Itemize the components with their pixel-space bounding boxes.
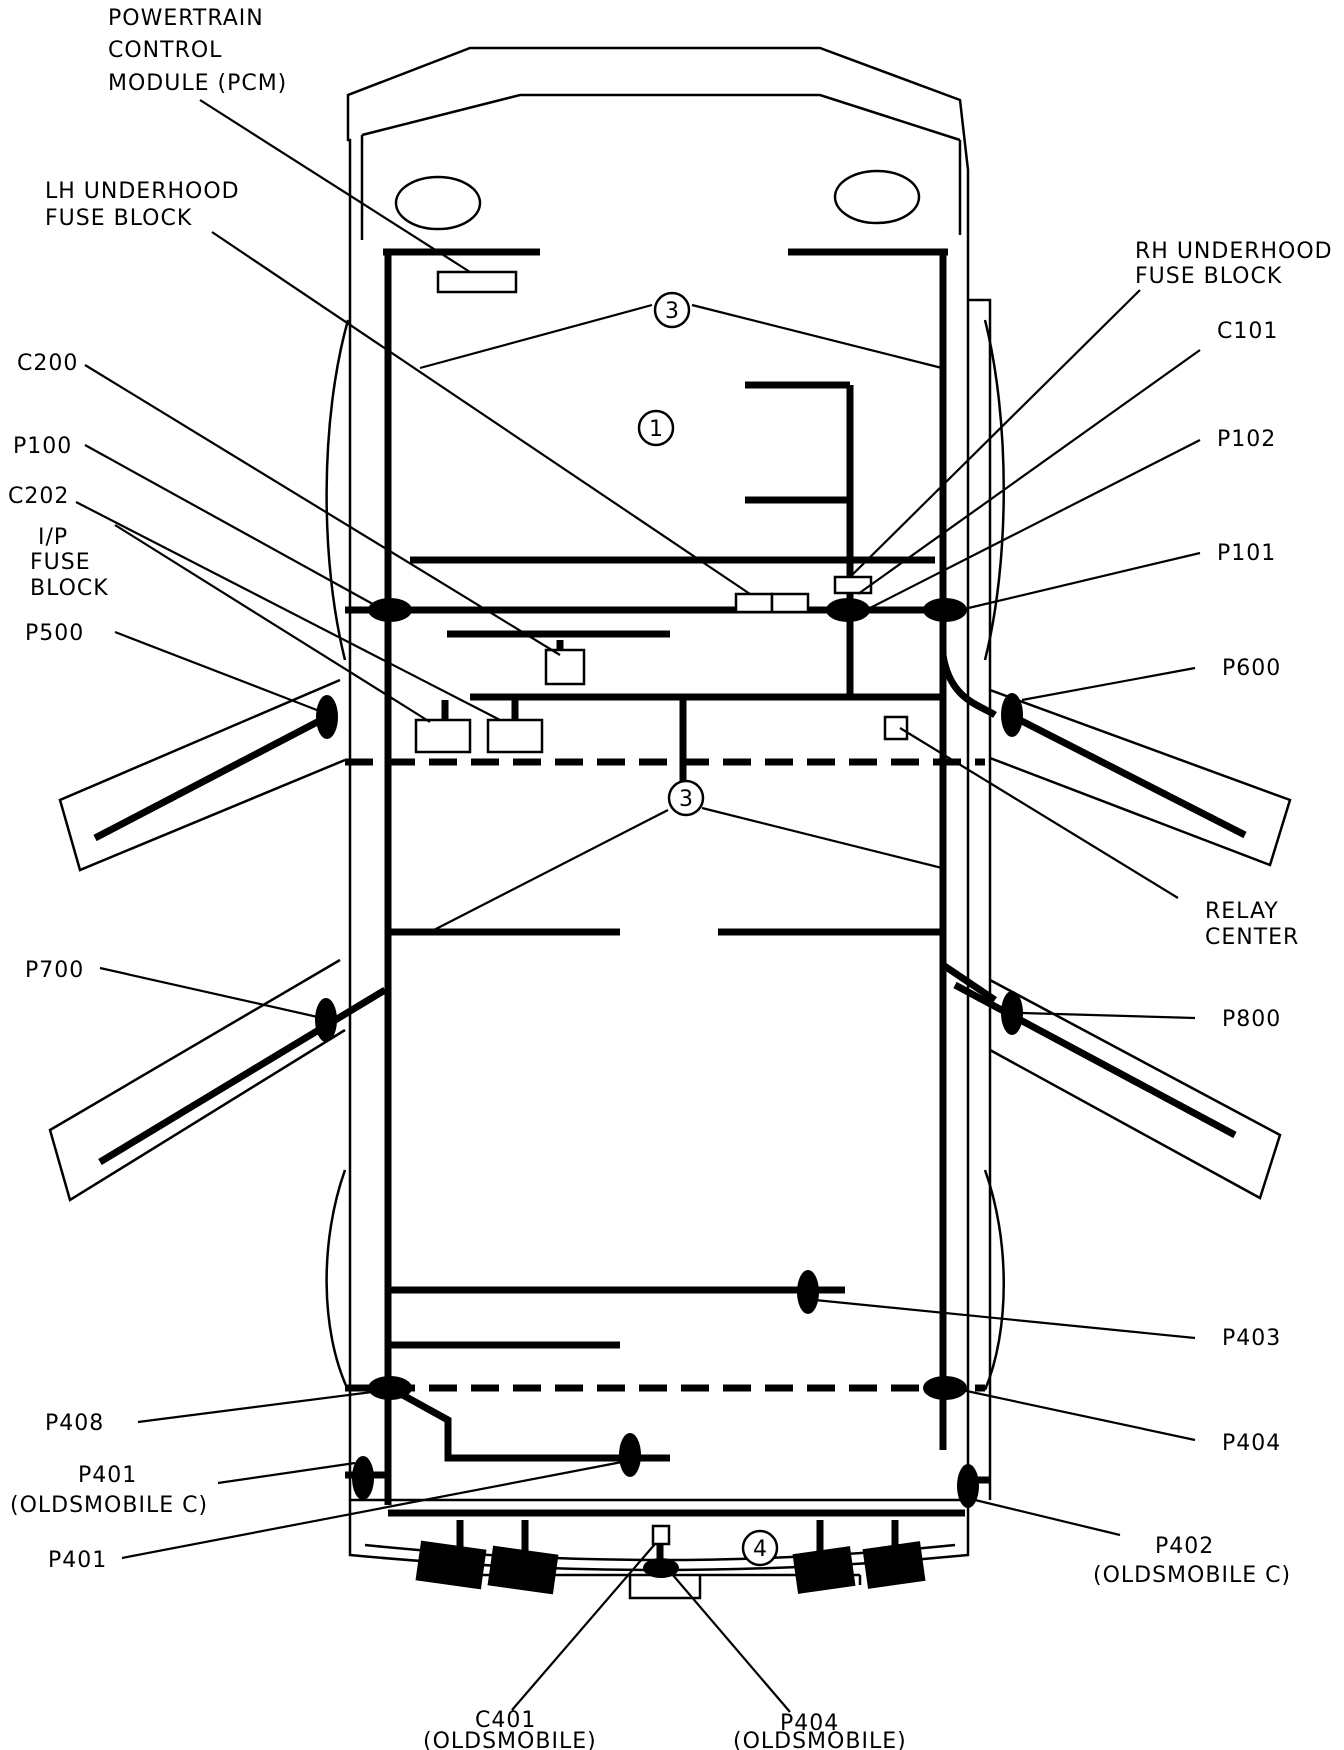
c200-connector xyxy=(544,648,586,686)
label-p402-c-line1: P402 xyxy=(1155,1534,1214,1559)
rh-fuse-block xyxy=(833,575,873,595)
label-p401: P401 xyxy=(48,1548,107,1573)
label-p500: P500 xyxy=(25,621,84,646)
callout-3-upper xyxy=(653,291,691,329)
lh-headlamp xyxy=(394,175,482,231)
lh-fuse-block-b xyxy=(770,592,810,614)
label-c401-line1: C401 xyxy=(475,1708,536,1733)
label-ip-fuse-line2: FUSE xyxy=(30,550,91,575)
label-c200: C200 xyxy=(17,351,78,376)
front-left-door xyxy=(58,678,346,872)
label-p404-oldsmobile-line1: P404 xyxy=(780,1711,839,1736)
label-p401-c-line1: P401 xyxy=(78,1463,137,1488)
grommet-p700 xyxy=(315,998,337,1042)
grommet-p800 xyxy=(1001,991,1023,1035)
labels: POWERTRAIN CONTROL MODULE (PCM) LH UNDER… xyxy=(8,6,1333,1750)
rh-tail-lamp-b xyxy=(862,1541,926,1589)
grommet-p100 xyxy=(368,598,412,622)
callout-3-lower xyxy=(667,779,705,817)
callout-3-upper-text: 3 xyxy=(665,299,679,324)
label-p403: P403 xyxy=(1222,1326,1281,1351)
label-p402-c-line2: (OLDSMOBILE C) xyxy=(1093,1563,1291,1588)
label-relay-line2: CENTER xyxy=(1205,925,1299,950)
grommet-p404 xyxy=(923,1376,967,1400)
lh-tail-lamp-a xyxy=(415,1540,487,1590)
grommet-p403 xyxy=(797,1270,819,1314)
grommet-p402-c xyxy=(957,1464,979,1508)
vehicle-body-outline xyxy=(325,46,1005,1600)
relay-center xyxy=(883,715,909,741)
callout-3-lower-text: 3 xyxy=(679,787,693,812)
grommets xyxy=(315,598,1023,1578)
lh-fuse-block-a xyxy=(734,592,774,614)
pcm-module xyxy=(436,270,518,294)
label-p800: P800 xyxy=(1222,1007,1281,1032)
label-ip-fuse-line1: I/P xyxy=(38,525,68,550)
rear-left-door xyxy=(48,958,387,1202)
label-p100: P100 xyxy=(13,434,72,459)
label-c101: C101 xyxy=(1217,319,1278,344)
label-relay-line1: RELAY xyxy=(1205,899,1279,924)
label-p404: P404 xyxy=(1222,1431,1281,1456)
grommet-p408 xyxy=(368,1376,412,1400)
label-p600: P600 xyxy=(1222,656,1281,681)
callouts: 3 1 3 4 xyxy=(637,291,779,1567)
label-p408: P408 xyxy=(45,1411,104,1436)
label-rh-fuse-line2: FUSE BLOCK xyxy=(1135,264,1282,289)
components xyxy=(414,270,926,1595)
label-lh-fuse-line1: LH UNDERHOOD xyxy=(45,179,240,204)
callout-1-text: 1 xyxy=(649,417,663,442)
label-p700: P700 xyxy=(25,958,84,983)
ip-fuse-block-a xyxy=(414,718,472,754)
rh-headlamp xyxy=(833,169,921,225)
label-c401-line2: (OLDSMOBILE) xyxy=(423,1729,597,1750)
rh-tail-lamp-a xyxy=(792,1546,856,1594)
c401-connector xyxy=(651,1524,671,1546)
label-lh-fuse-line2: FUSE BLOCK xyxy=(45,206,192,231)
label-pcm-line1: POWERTRAIN xyxy=(108,6,264,31)
lh-tail-lamp-b xyxy=(487,1545,559,1595)
grommet-p401 xyxy=(619,1433,641,1477)
label-p401-c-line2: (OLDSMOBILE C) xyxy=(10,1493,208,1518)
grommet-p404-oldsmobile xyxy=(643,1558,679,1578)
label-c202: C202 xyxy=(8,484,69,509)
ip-fuse-block-b xyxy=(486,718,544,754)
grommet-p102 xyxy=(826,598,870,622)
label-ip-fuse-line3: BLOCK xyxy=(30,576,109,601)
label-p102: P102 xyxy=(1217,427,1276,452)
leader-lines xyxy=(75,99,1201,1713)
grommet-p101 xyxy=(923,598,967,622)
grommet-p500 xyxy=(316,695,338,739)
harness-wiring xyxy=(345,248,997,1560)
front-right-door xyxy=(989,688,1292,867)
callout-1 xyxy=(637,409,675,447)
grommet-p401-c xyxy=(352,1456,374,1500)
callout-4 xyxy=(741,1529,779,1567)
label-p101: P101 xyxy=(1217,541,1276,566)
grommet-p600 xyxy=(1001,693,1023,737)
label-p404-oldsmobile-line2: (OLDSMOBILE) xyxy=(733,1729,907,1750)
label-rh-fuse-line1: RH UNDERHOOD xyxy=(1135,239,1333,264)
label-pcm-line3: MODULE (PCM) xyxy=(108,71,287,96)
label-pcm-line2: CONTROL xyxy=(108,38,222,63)
callout-4-text: 4 xyxy=(753,1537,767,1562)
